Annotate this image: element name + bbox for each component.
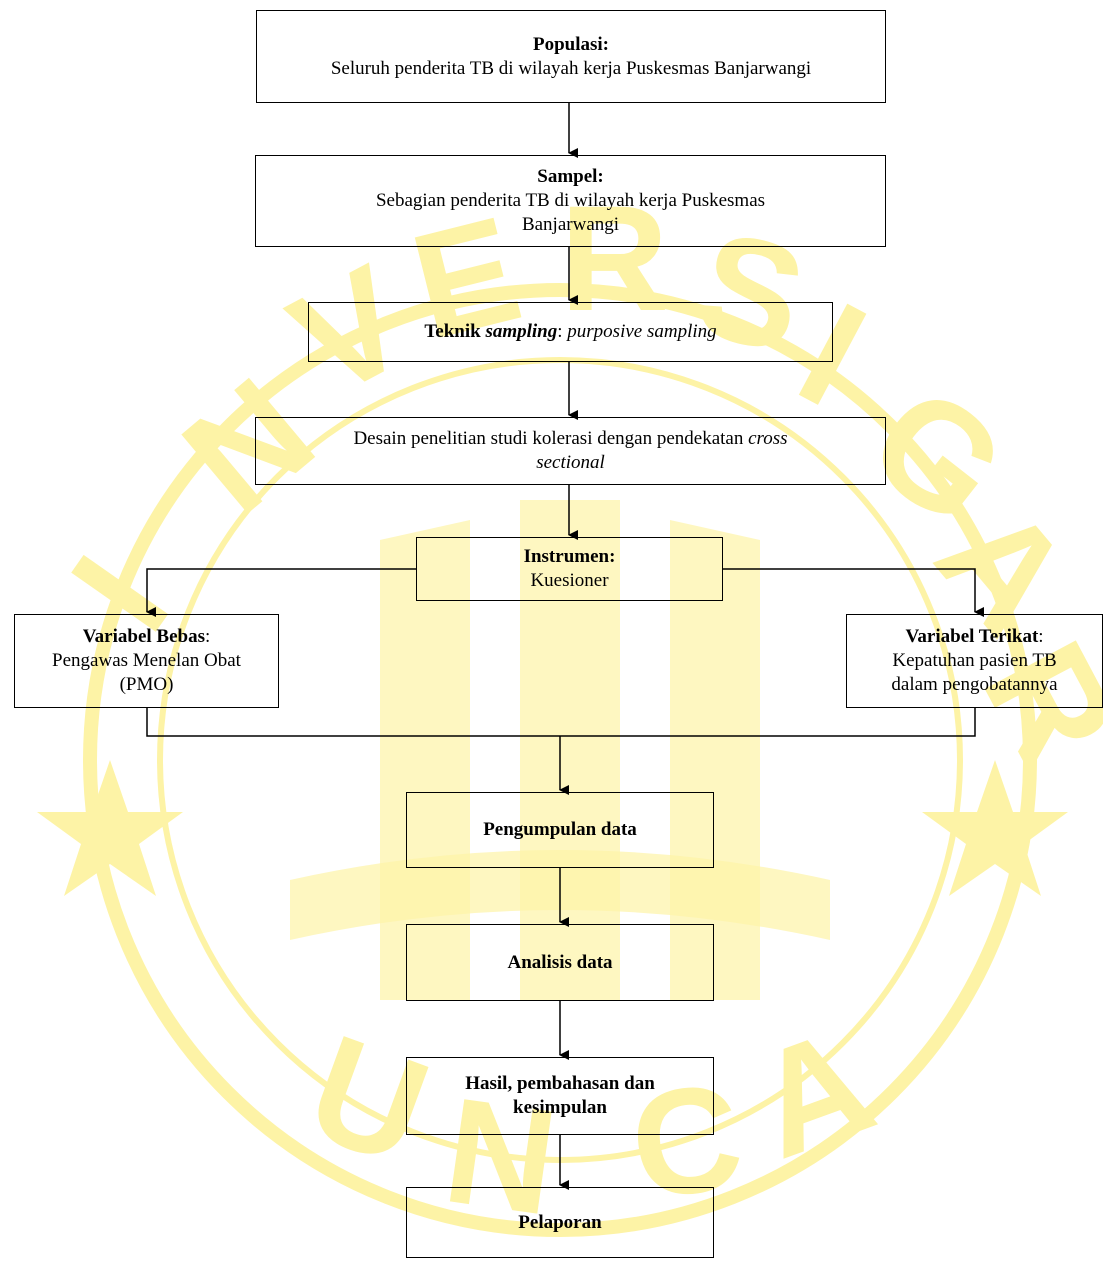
sampel-line1: Sebagian penderita TB di wilayah kerja P… (375, 190, 766, 211)
svg-text:C: C (621, 1050, 752, 1231)
hasil-line2: kesimpulan (513, 1097, 607, 1118)
instrumen-text: Kuesioner (530, 570, 609, 591)
line-variabel-join (146, 708, 976, 737)
variabel-bebas-box: Variabel Bebas: Pengawas Menelan Obat (P… (14, 614, 279, 708)
variabel-bebas-line2: (PMO) (119, 674, 174, 695)
analisis-data-label: Analisis data (507, 951, 613, 973)
sampel-box: Sampel: Sebagian penderita TB di wilayah… (255, 155, 886, 247)
desain-line2: sectional (536, 452, 605, 473)
variabel-terikat-box: Variabel Terikat: Kepatuhan pasien TB da… (846, 614, 1103, 708)
populasi-box: Populasi: Seluruh penderita TB di wilaya… (256, 10, 886, 103)
arrow-instrumen-terikat (723, 568, 984, 617)
svg-text:N: N (436, 1065, 567, 1246)
desain-box: Desain penelitian studi kolerasi dengan … (255, 417, 886, 485)
sampel-line2: Banjarwangi (521, 214, 620, 235)
hasil-box: Hasil, pembahasan dan kesimpulan (406, 1057, 714, 1135)
analisis-data-box: Analisis data (406, 924, 714, 1001)
desain-line1: Desain penelitian studi kolerasi dengan … (353, 428, 788, 449)
right-star-icon (922, 760, 1068, 896)
variabel-bebas-title: Variabel Bebas: (82, 626, 211, 647)
pelaporan-box: Pelaporan (406, 1187, 714, 1258)
teknik-sampling-text: Teknik sampling: purposive sampling (424, 321, 717, 342)
teknik-sampling-box: Teknik sampling: purposive sampling (308, 302, 833, 362)
variabel-bebas-line1: Pengawas Menelan Obat (52, 650, 241, 671)
populasi-label: Populasi: (532, 33, 610, 55)
pengumpulan-data-box: Pengumpulan data (406, 792, 714, 868)
left-star-icon (37, 760, 183, 896)
svg-text:R: R (560, 174, 668, 342)
sampel-label: Sampel: (537, 166, 604, 187)
instrumen-box: Instrumen: Kuesioner (416, 537, 723, 601)
pelaporan-label: Pelaporan (518, 1211, 602, 1233)
variabel-terikat-title: Variabel Terikat: (905, 626, 1044, 647)
hasil-line1: Hasil, pembahasan dan (465, 1073, 655, 1094)
arrow-instrumen-bebas (146, 568, 416, 617)
variabel-terikat-line2: dalam pengobatannya (891, 674, 1058, 695)
variabel-terikat-line1: Kepatuhan pasien TB (892, 650, 1057, 671)
populasi-text: Seluruh penderita TB di wilayah kerja Pu… (330, 57, 812, 79)
pengumpulan-data-label: Pengumpulan data (483, 819, 637, 840)
instrumen-label: Instrumen: (523, 546, 616, 567)
